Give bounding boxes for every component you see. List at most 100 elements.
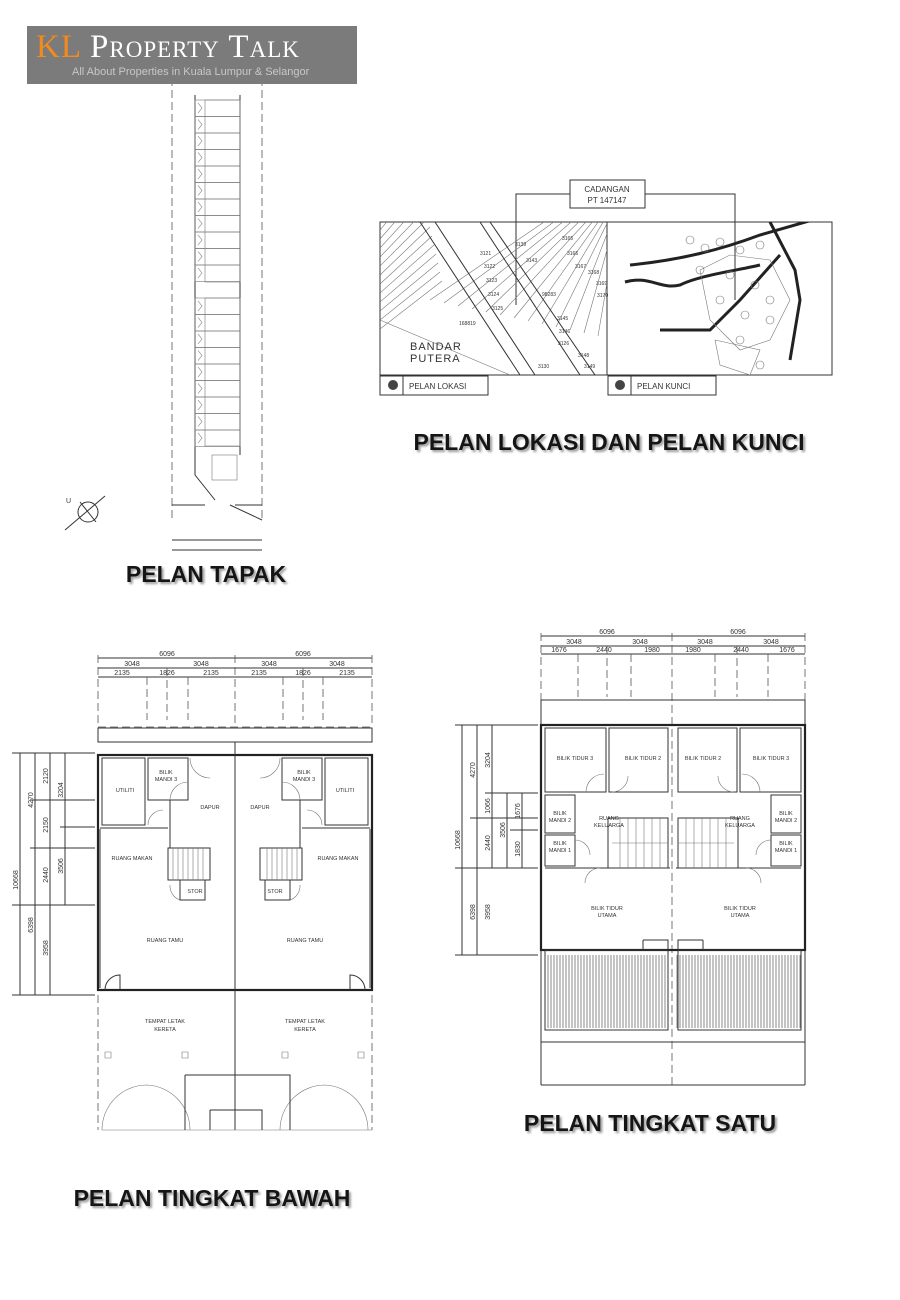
kl-property-talk-logo: KL Property Talk All About Properties in… (27, 26, 357, 84)
lot-number: 3148 (578, 353, 589, 359)
room-label-bath: BILIK (159, 770, 173, 776)
room-label-master: BILIK TIDUR (724, 906, 756, 912)
compass-icon (388, 380, 398, 390)
site-plan-caption: PELAN TAPAK (125, 561, 287, 587)
dim-label: 3048 (329, 661, 345, 668)
lot-number: 3125 (492, 306, 503, 312)
dim-label: 6096 (730, 629, 746, 636)
dim-label: 1980 (685, 647, 701, 654)
dim-label: 3204 (485, 752, 492, 768)
parcel-line (380, 280, 443, 330)
parcel-line (513, 222, 593, 319)
parcel-line (612, 209, 620, 339)
dim-label: 10668 (455, 830, 462, 850)
parcel-line (380, 222, 405, 249)
room-label-store: STOR (267, 889, 282, 895)
proposal-lot: PT 147147 (588, 196, 628, 205)
site-lot (194, 429, 241, 447)
dim-label: 2440 (596, 647, 612, 654)
dim-label: 3958 (485, 904, 492, 920)
site-lot-porch (197, 102, 203, 114)
dim-label: 1826 (295, 670, 311, 677)
boundary-line (380, 319, 511, 375)
area-marker (685, 235, 695, 245)
lot-number: 3143 (526, 258, 537, 264)
lot-number: 3139 (515, 242, 526, 248)
parcel-line (485, 222, 580, 313)
room-label-bath: MANDI 2 (775, 818, 797, 824)
lot-number: 3123 (486, 278, 497, 284)
parcel-line (380, 244, 435, 294)
dim-label: 3048 (763, 639, 779, 646)
dim-label: 2135 (251, 670, 267, 677)
site-lot (194, 264, 241, 282)
dim-label: 3204 (58, 782, 65, 798)
location-plan-label: PELAN LOKASI (409, 382, 466, 391)
room-label-utility: UTILITI (116, 788, 135, 794)
lot-number: 3167 (575, 264, 586, 270)
room-label-kitchen: DAPUR (200, 805, 219, 811)
area-marker (715, 237, 725, 247)
area-marker (735, 245, 745, 255)
dim-label: 3506 (500, 822, 507, 838)
lot-number: 3165 (562, 236, 573, 242)
dim-label: 2135 (203, 670, 219, 677)
dim-label: 3048 (566, 639, 582, 646)
room-label-bath: BILIK (779, 811, 793, 817)
site-lot-porch (197, 168, 203, 180)
dim-label: 1676 (515, 803, 522, 819)
site-lot-porch (197, 432, 203, 444)
dim-label: 10668 (13, 870, 20, 890)
dim-label: 3048 (632, 639, 648, 646)
site-lot-porch (197, 416, 203, 427)
site-lot-porch (197, 317, 203, 328)
room-label-carpark: KERETA (294, 1027, 316, 1033)
lot-number: 3149 (584, 364, 595, 370)
parcel-line (471, 222, 572, 310)
parcel-line (457, 222, 564, 307)
parcel-line (380, 253, 437, 303)
parcel-line (597, 281, 607, 337)
dim-label: 1676 (779, 647, 795, 654)
parcel-line (429, 222, 545, 301)
room-label-carpark: TEMPAT LETAK (285, 1019, 325, 1025)
parcel-line (380, 235, 433, 285)
dim-label: 2440 (43, 867, 50, 883)
lot-number: 98283 (542, 292, 556, 298)
road-line (419, 222, 596, 375)
room-label-master: UTAMA (731, 913, 750, 919)
key-plan-label: PELAN KUNCI (637, 382, 690, 391)
parcel-line (499, 222, 587, 316)
dim-label: 3958 (43, 940, 50, 956)
lot-number: 3170 (597, 293, 608, 299)
north-compass-icon: U (64, 495, 106, 531)
site-lot-porch (197, 251, 203, 262)
room-label-bedroom: BILIK TIDUR 2 (685, 756, 721, 762)
dim-label: 1676 (551, 647, 567, 654)
room-label-bath: BILIK (297, 770, 311, 776)
site-lot-porch (197, 185, 203, 196)
lot-number: 3124 (488, 292, 499, 298)
location-plan-caption: PELAN LOKASI DAN PELAN KUNCI (413, 429, 805, 455)
site-lot-porch (197, 383, 203, 394)
area-marker (765, 315, 775, 325)
lot-number: 168819 (459, 321, 476, 327)
parcel-line (380, 222, 414, 258)
balcony-railing (547, 955, 801, 1028)
logo-kl: KL (36, 29, 81, 65)
dim-label: 4270 (28, 792, 35, 808)
area-marker (740, 310, 750, 320)
site-lot-porch (197, 366, 203, 378)
area-marker (735, 335, 745, 345)
parcel-line (380, 222, 425, 267)
parcel-line (583, 248, 607, 334)
dim-label: 1830 (515, 841, 522, 857)
room-label-bath: MANDI 1 (549, 848, 571, 854)
site-lot-porch (197, 119, 203, 130)
area-marker (725, 270, 735, 280)
room-label-bath: MANDI 1 (775, 848, 797, 854)
parcel-line (380, 262, 439, 312)
room-label-bedroom: BILIK TIDUR 2 (625, 756, 661, 762)
dim-label: 3048 (697, 639, 713, 646)
lot-number: 3121 (480, 251, 491, 257)
